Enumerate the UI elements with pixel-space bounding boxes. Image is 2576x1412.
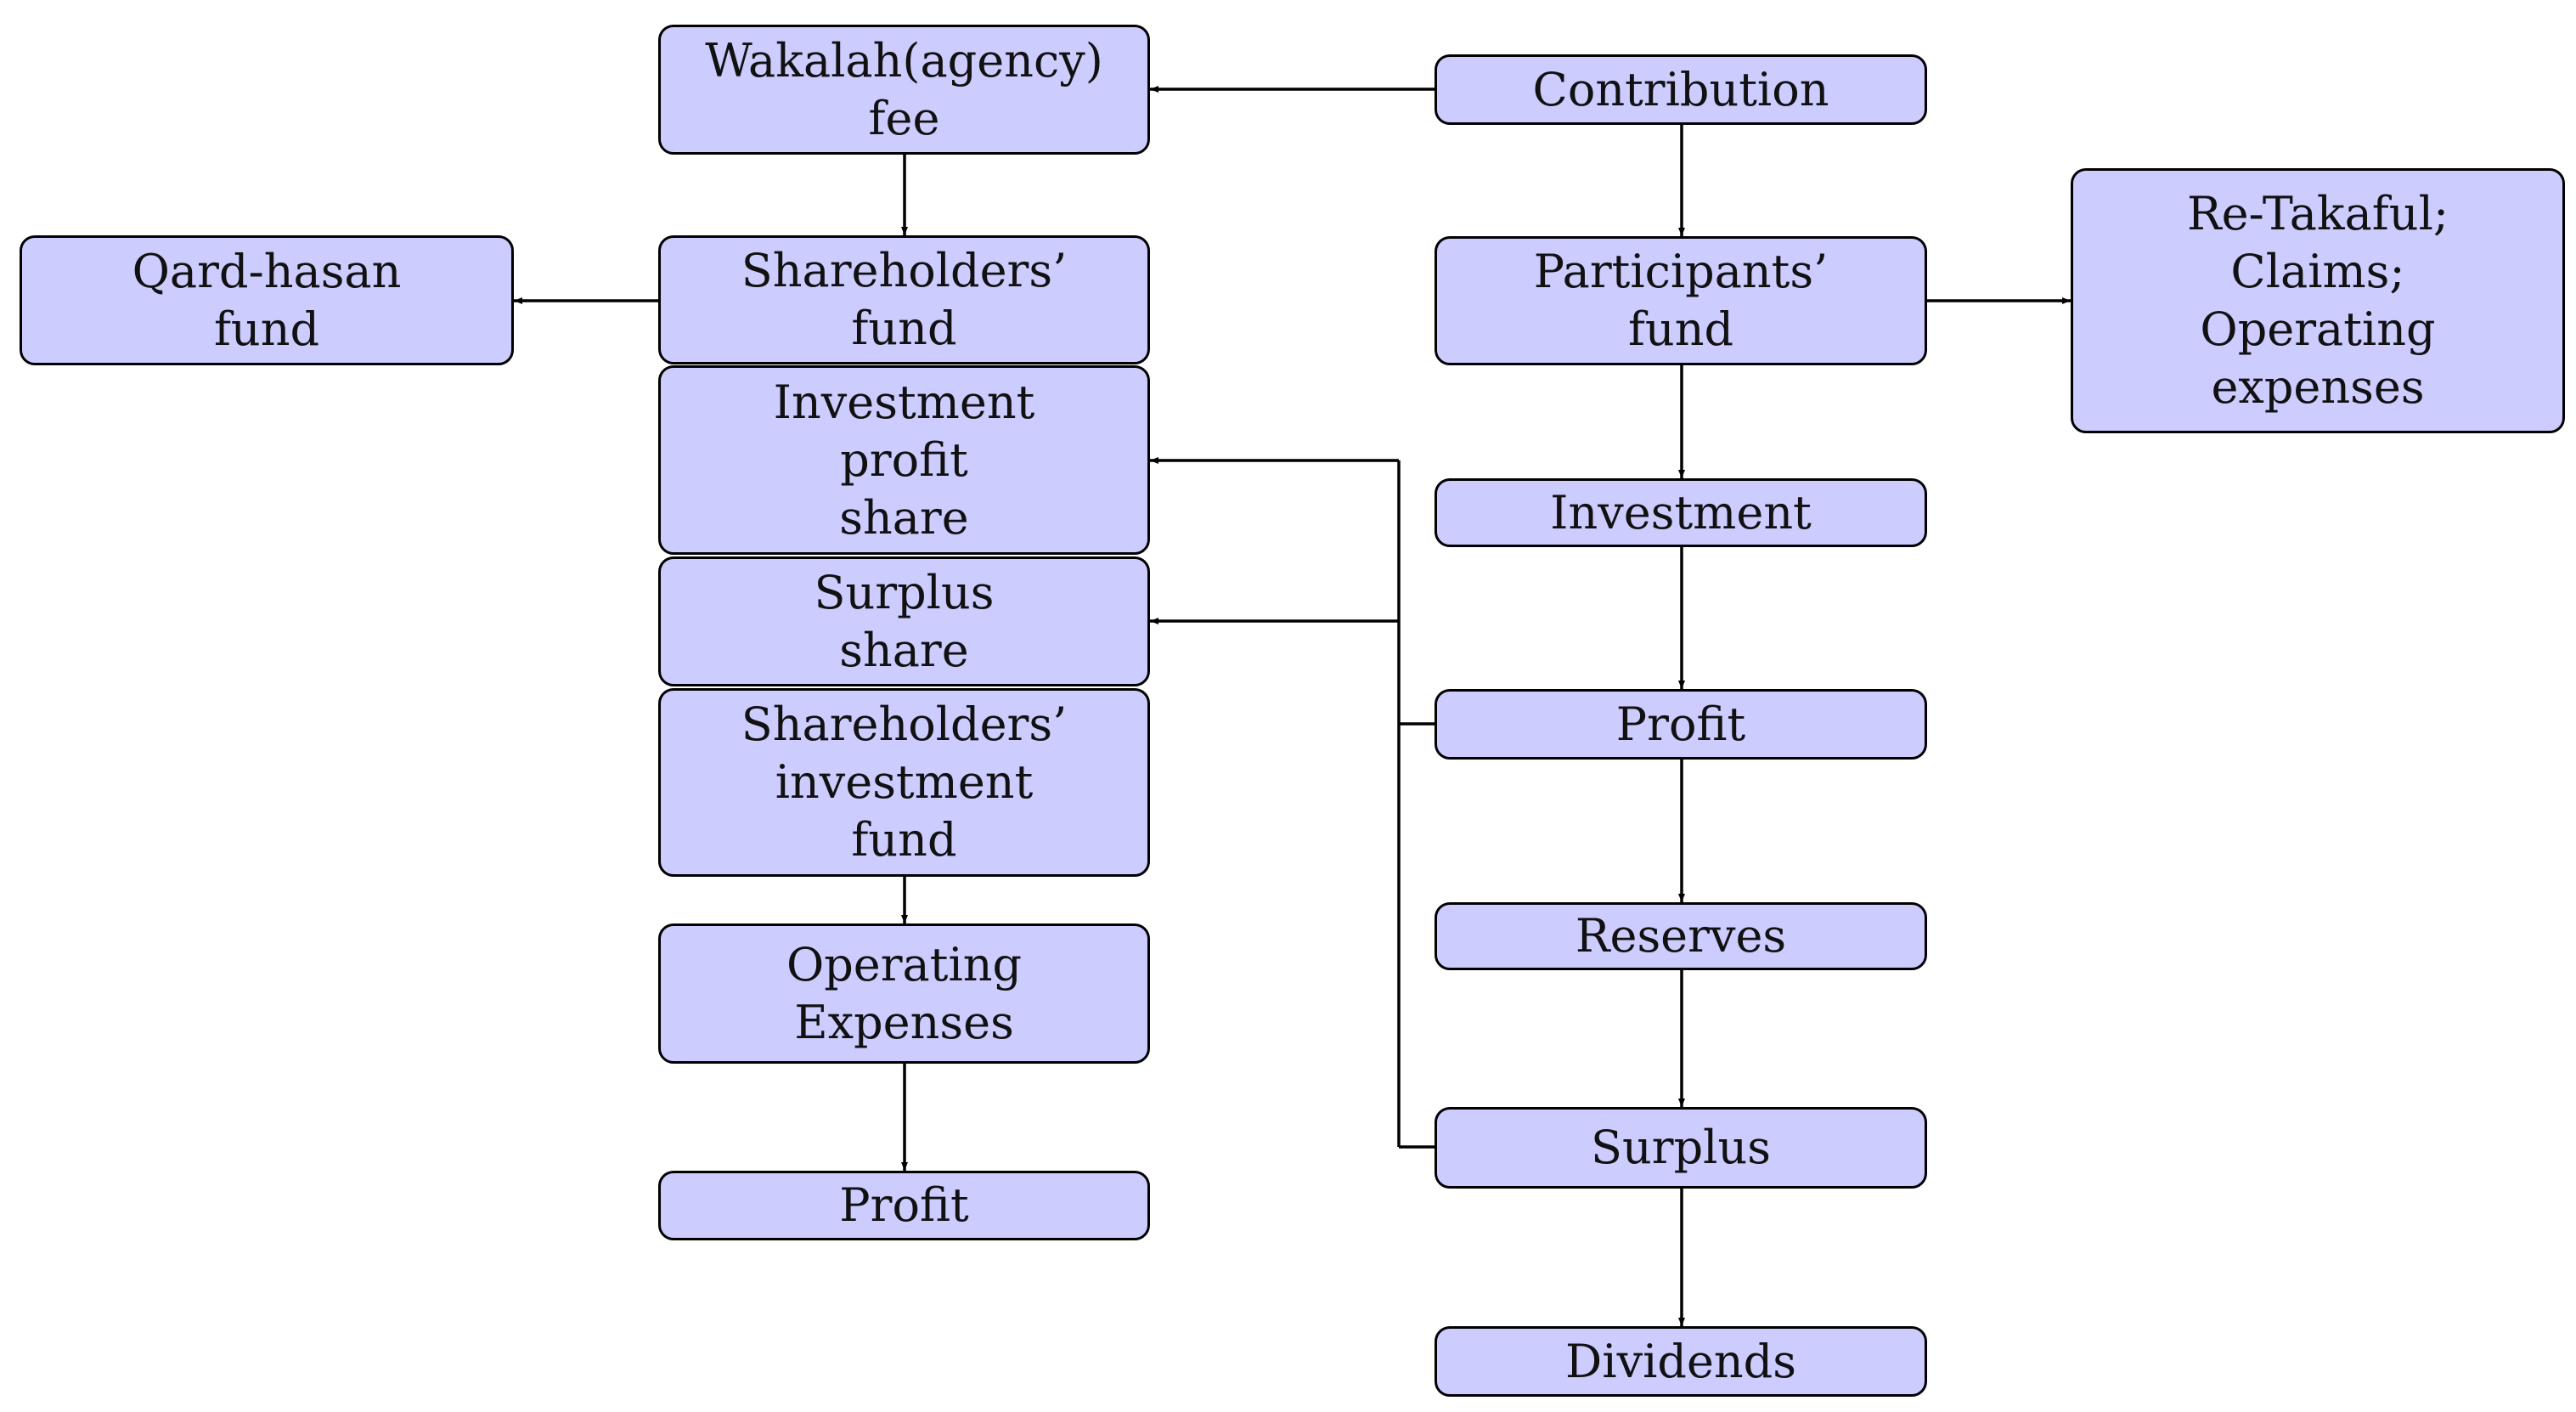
node-investment-profit-share: Investment profit share (658, 365, 1150, 555)
node-operating-expenses: Operating Expenses (658, 923, 1150, 1064)
node-label: Participants’ fund (1533, 245, 1829, 356)
node-label: Shareholders’ fund (741, 244, 1068, 355)
node-label: Profit (839, 1178, 969, 1232)
node-surplus-share: Surplus share (658, 556, 1150, 686)
node-label: Wakalah(agency) fee (705, 33, 1103, 145)
node-label: Reserves (1575, 909, 1787, 963)
node-label: Profit (1615, 697, 1746, 751)
node-label: Dividends (1565, 1334, 1796, 1388)
node-retakaful-claims-opex: Re-Takaful; Claims; Operating expenses (2071, 168, 2565, 433)
node-shareholders-profit: Profit (658, 1171, 1150, 1240)
node-surplus: Surplus (1435, 1107, 1927, 1189)
node-contribution: Contribution (1435, 54, 1927, 125)
node-label: Qard-hasan fund (132, 244, 402, 356)
node-participants-fund: Participants’ fund (1435, 236, 1927, 365)
node-shareholders-fund: Shareholders’ fund (658, 235, 1150, 364)
node-dividends: Dividends (1435, 1326, 1927, 1397)
node-label: Investment (1550, 485, 1812, 539)
node-participants-profit: Profit (1435, 689, 1927, 760)
node-label: Re-Takaful; Claims; Operating expenses (2186, 187, 2449, 414)
node-qard-hasan-fund: Qard-hasan fund (20, 235, 514, 365)
node-label: Contribution (1532, 62, 1829, 116)
node-reserves: Reserves (1435, 902, 1927, 970)
node-label: Operating Expenses (786, 937, 1023, 1049)
node-label: Surplus share (814, 565, 995, 677)
node-label: Surplus (1591, 1121, 1771, 1174)
node-label: Shareholders’ investment fund (741, 698, 1068, 867)
node-label: Investment profit share (773, 375, 1035, 545)
node-wakalah-fee: Wakalah(agency) fee (658, 25, 1150, 155)
node-shareholders-investment-fund: Shareholders’ investment fund (658, 688, 1150, 877)
node-investment: Investment (1435, 478, 1927, 547)
